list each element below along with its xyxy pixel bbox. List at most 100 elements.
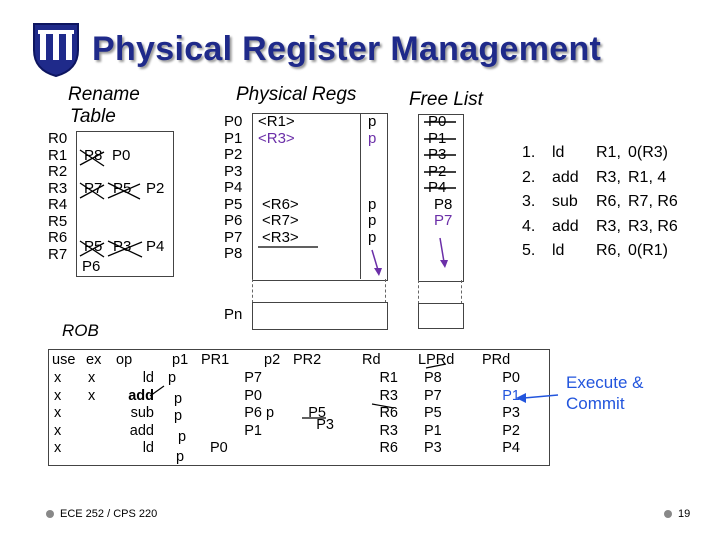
rename-entry-r1: P0 (112, 147, 131, 164)
rob-cell-rd: R3 (379, 387, 398, 404)
rob-cell-pr1: P6 (244, 405, 262, 421)
execute-commit-line1: Execute & (566, 373, 644, 392)
physical-register-names: P0 P1 P2 P3 P4 P5 P6 P7 P8 (224, 113, 243, 263)
phys-reg-name-pn: Pn (224, 306, 243, 323)
rob-box (48, 349, 550, 466)
rob-cell-prd: P4 (502, 440, 520, 456)
phys-reg-name: P8 (224, 245, 243, 262)
rob-cell-use: x (54, 422, 62, 439)
free-list-entries: P0 P1 P3 P2 P4 P8 P7 (428, 113, 453, 230)
instruction-op: ld (552, 144, 565, 161)
rob-cell-pr1: P1 (244, 422, 262, 439)
rob-cell-pr2: P5 (308, 405, 326, 421)
phys-reg-name: P4 (224, 179, 243, 196)
rob-cell-op: ld (142, 440, 154, 456)
rob-header-pr1: PR1 (201, 352, 230, 368)
rob-cell-p1: p (176, 449, 185, 465)
rob-header-p2: p2 (264, 352, 281, 368)
p-bit-divider (360, 113, 361, 279)
arch-register-list: R0 R1 R2 R3 R4 R5 R6 R7 (48, 130, 68, 263)
rob-cell-ex (88, 405, 95, 423)
rob-header-p1: p1 (172, 352, 189, 368)
rob-cell-pr2: P3 (316, 416, 334, 433)
instruction-number: 5. (522, 242, 536, 259)
rob-cell-op: sub (130, 405, 154, 421)
rename-struck-entry: P5 (84, 238, 103, 255)
free-list-struck-entry: P0 (428, 113, 447, 130)
rob-ex-column: x x (88, 370, 95, 458)
instruction-source: 0(R1) (628, 242, 669, 259)
free-list-struck-entry: P4 (428, 179, 447, 196)
instruction-source: R7, R6 (628, 193, 678, 210)
phys-reg-name: P0 (224, 113, 243, 130)
rob-cell-p2 (266, 388, 274, 406)
rob-cell-p1: p (174, 390, 183, 407)
university-shield-logo (33, 23, 79, 78)
instruction-source: R1, 4 (628, 168, 667, 186)
rob-cell-pr2 (290, 370, 334, 388)
rob-header-lprd: LPRd (418, 352, 455, 368)
rob-use-column: x x x x x (54, 370, 61, 458)
physical-regs-box (252, 113, 388, 281)
phys-reg-p-bit: p (368, 195, 377, 213)
rob-cell-prd: P1 (502, 387, 520, 404)
rob-header-rd: Rd (362, 352, 381, 368)
rob-cell-pr1: P0 (244, 387, 262, 404)
physical-regs-heading: Physical Regs (236, 84, 357, 105)
rename-table-heading-1: Rename (68, 84, 140, 105)
rob-cell-prd: P3 (502, 405, 520, 421)
rob-cell-ex (88, 440, 95, 458)
phys-reg-name: P1 (224, 129, 243, 147)
rob-p2-column: p (266, 370, 274, 458)
free-list-tail-box (418, 303, 464, 329)
rob-cell-pr2 (290, 434, 334, 452)
rob-cell-lprd: P1 (424, 422, 442, 439)
rob-cell-rd: R6 (379, 405, 398, 421)
free-list-struck-entry: P3 (428, 146, 447, 163)
instruction-op: ld (552, 242, 565, 259)
rob-cell-pr1: P0 (210, 440, 228, 456)
page-number: 19 (678, 508, 691, 520)
rename-table-heading-2: Table (70, 106, 116, 127)
phys-reg-value: <R1> (258, 113, 295, 130)
free-list-entry: P8 (434, 195, 453, 213)
rob-cell-lprd: P5 (424, 405, 442, 421)
rob-cell-use: x (54, 387, 62, 404)
instruction-number: 1. (522, 144, 536, 161)
rob-cell-lprd: P3 (424, 440, 442, 456)
physical-regs-continuation (252, 279, 386, 303)
rob-cell-p2: p (266, 405, 275, 421)
instruction-number: 4. (522, 217, 536, 235)
phys-reg-value: <R3> (262, 228, 299, 246)
rob-cell-ex: x (88, 387, 96, 404)
rename-entry-r7: P6 (82, 258, 101, 275)
rename-entry-r6: P4 (146, 238, 165, 255)
phys-reg-value: <R3> (258, 129, 295, 147)
rob-cell-p2 (266, 370, 274, 388)
rob-cell-use: x (54, 440, 62, 456)
rob-cell-op: add (129, 422, 154, 439)
phys-reg-value (258, 147, 299, 164)
instruction-op: add (552, 217, 579, 235)
rob-cell-p1: p (174, 408, 183, 424)
rob-cell-op: ld (142, 370, 154, 386)
phys-reg-value: <R7> (262, 212, 299, 229)
free-list-struck-entry: P1 (428, 129, 447, 147)
rob-cell-use: x (54, 370, 62, 386)
instruction-op: sub (552, 193, 578, 210)
rob-cell-prd: P2 (502, 422, 520, 439)
instruction-dest: R3, (596, 217, 621, 235)
physical-reg-pn-box (252, 302, 388, 330)
rob-header-use: use (52, 352, 76, 368)
rob-cell-lprd: P7 (424, 387, 442, 404)
phys-reg-name: P6 (224, 212, 243, 229)
arch-register: R3 (48, 179, 68, 197)
rob-cell-rd: R6 (379, 440, 398, 456)
rob-p1-column: p p p p p (168, 370, 186, 467)
rob-label: ROB (62, 321, 99, 340)
phys-reg-p-bit: p (368, 228, 377, 246)
physical-register-values: <R1> <R3> <R6> <R7> <R3> (258, 113, 299, 263)
rob-op-column: ld add sub add ld (106, 370, 154, 458)
rename-struck-entry: P8 (84, 147, 103, 164)
